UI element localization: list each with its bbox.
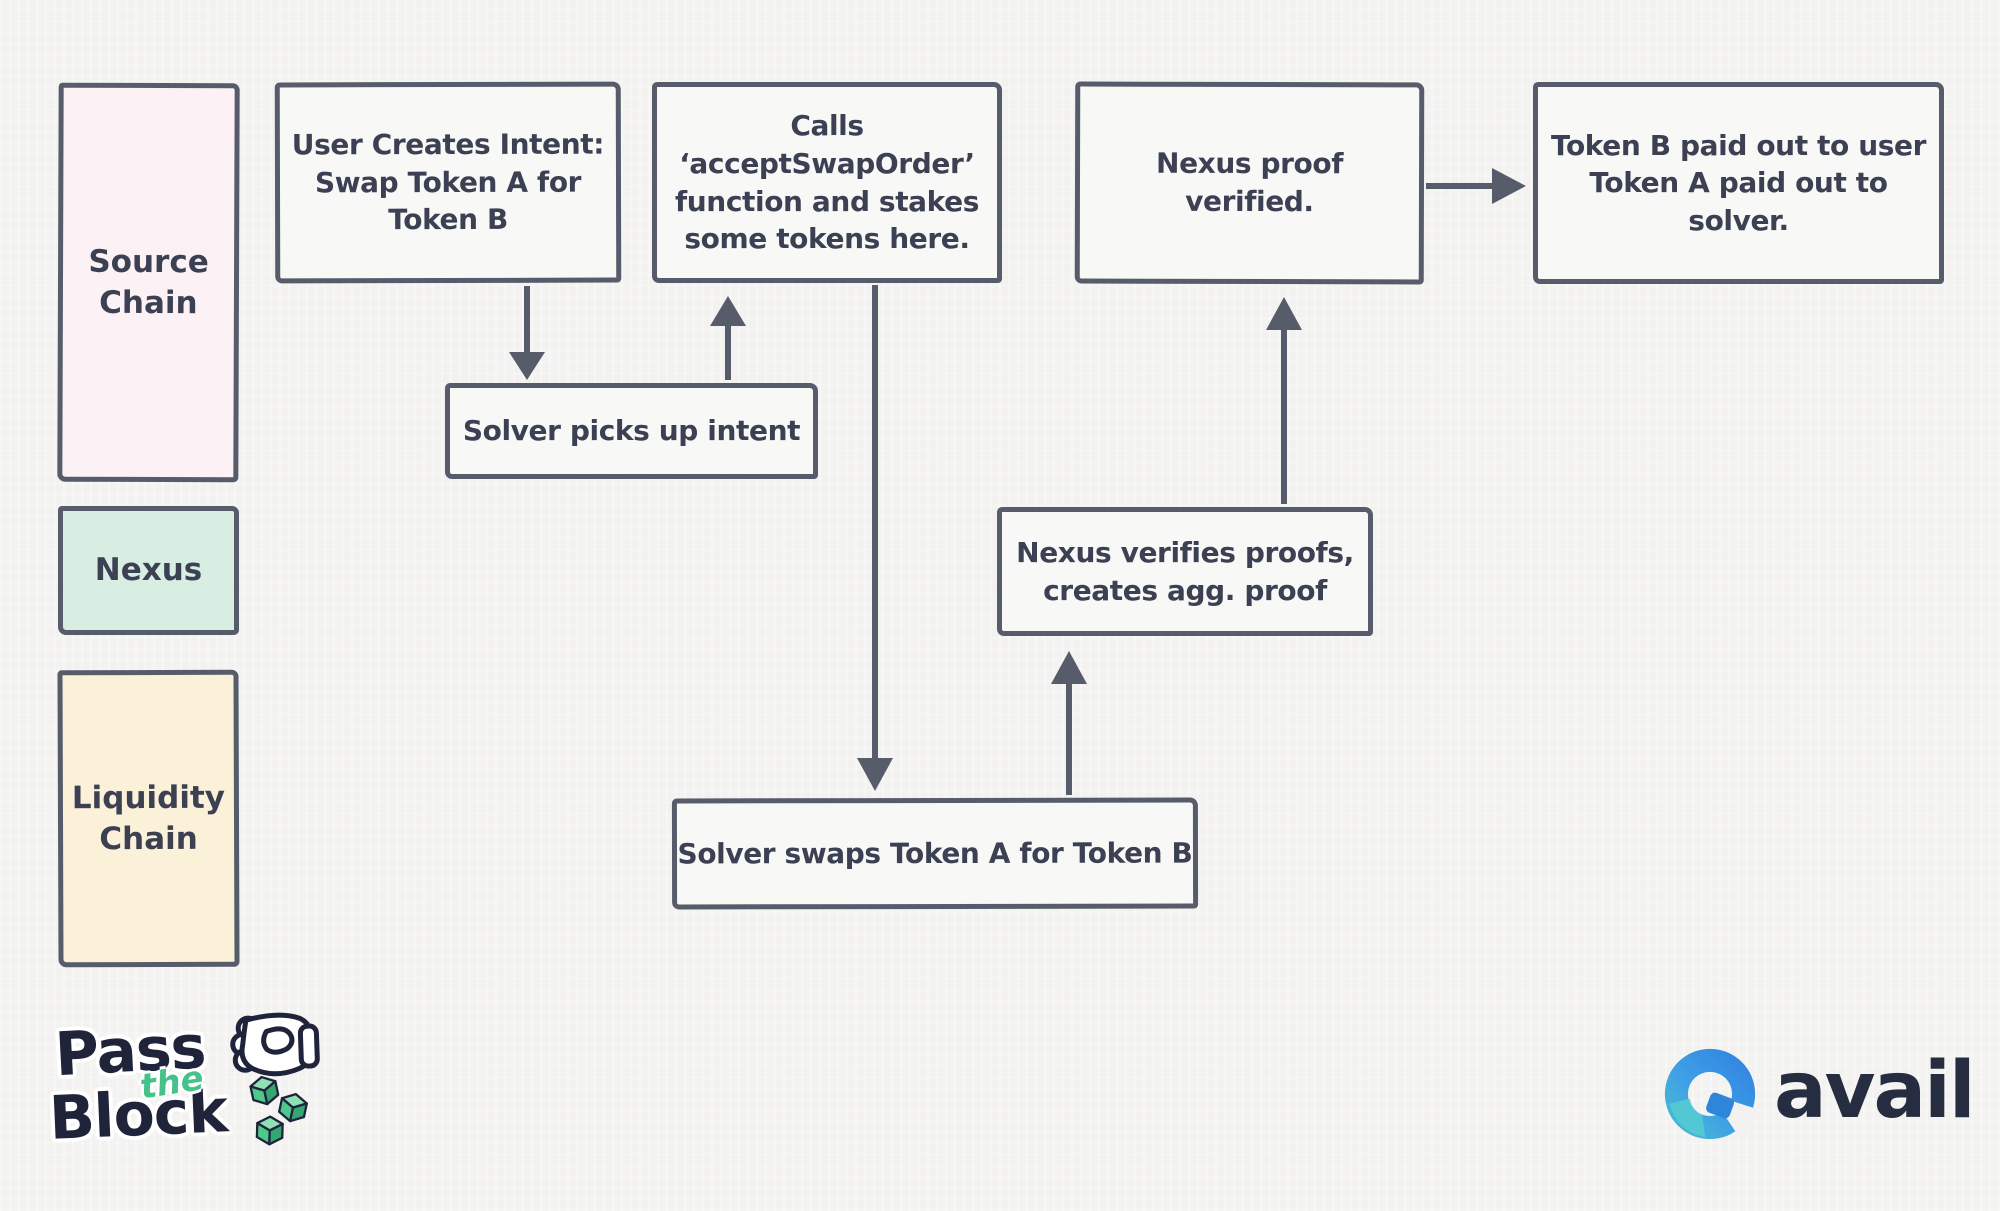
arrowhead-up-icon <box>1266 297 1302 330</box>
avail-logo-icon <box>1664 1048 1758 1142</box>
avail-logo: avail <box>1662 1046 1976 1142</box>
node-nexus-proof-verified-label: Nexus proof verified. <box>1156 147 1344 219</box>
node-solver-swaps-tokens: Solver swaps Token A for Token B <box>671 797 1199 910</box>
node-nexus-proof-verified: Nexus proof verified. <box>1074 81 1425 285</box>
dice-icon <box>277 1092 308 1123</box>
node-solver-picks-intent-label: Solver picks up intent <box>462 414 801 448</box>
node-nexus-verifies-proofs: Nexus verifies proofs, creates agg. proo… <box>997 507 1373 636</box>
arrowhead-right-icon <box>1492 168 1526 204</box>
avail-wordmark: avail <box>1774 1046 1976 1136</box>
arrowhead-down-icon <box>857 758 893 791</box>
lane-liquidity-chain-label: Liquidity Chain <box>71 779 226 857</box>
lane-nexus-label: Nexus <box>94 552 203 589</box>
dice-icon <box>255 1115 284 1146</box>
pass-the-block-logo: Pass the Block <box>43 1001 348 1161</box>
node-solver-swaps-tokens-label: Solver swaps Token A for Token B <box>677 836 1193 871</box>
lane-liquidity-chain: Liquidity Chain <box>57 669 240 968</box>
node-calls-accept-swap-order: Calls ‘acceptSwapOrder’ function and sta… <box>652 82 1002 283</box>
lane-source-chain-label: Source Chain <box>88 243 209 321</box>
node-tokens-paid-out-label: Token B paid out to user Token A paid ou… <box>1550 128 1927 237</box>
arrowhead-up-icon <box>1051 651 1087 684</box>
node-tokens-paid-out: Token B paid out to user Token A paid ou… <box>1533 82 1944 284</box>
node-solver-picks-intent: Solver picks up intent <box>445 383 818 479</box>
lane-source-chain: Source Chain <box>57 82 240 483</box>
arrowhead-down-icon <box>509 352 545 380</box>
node-nexus-verifies-proofs-label: Nexus verifies proofs, creates agg. proo… <box>1016 535 1354 607</box>
node-user-creates-intent: User Creates Intent: Swap Token A for To… <box>274 81 622 284</box>
node-user-creates-intent-label: User Creates Intent: Swap Token A for To… <box>291 127 605 237</box>
lane-nexus: Nexus <box>58 506 239 635</box>
dice-icon <box>249 1075 280 1106</box>
fist-icon <box>230 1012 320 1077</box>
node-calls-accept-swap-order-label: Calls ‘acceptSwapOrder’ function and sta… <box>674 109 980 256</box>
arrowhead-up-icon <box>710 296 746 326</box>
